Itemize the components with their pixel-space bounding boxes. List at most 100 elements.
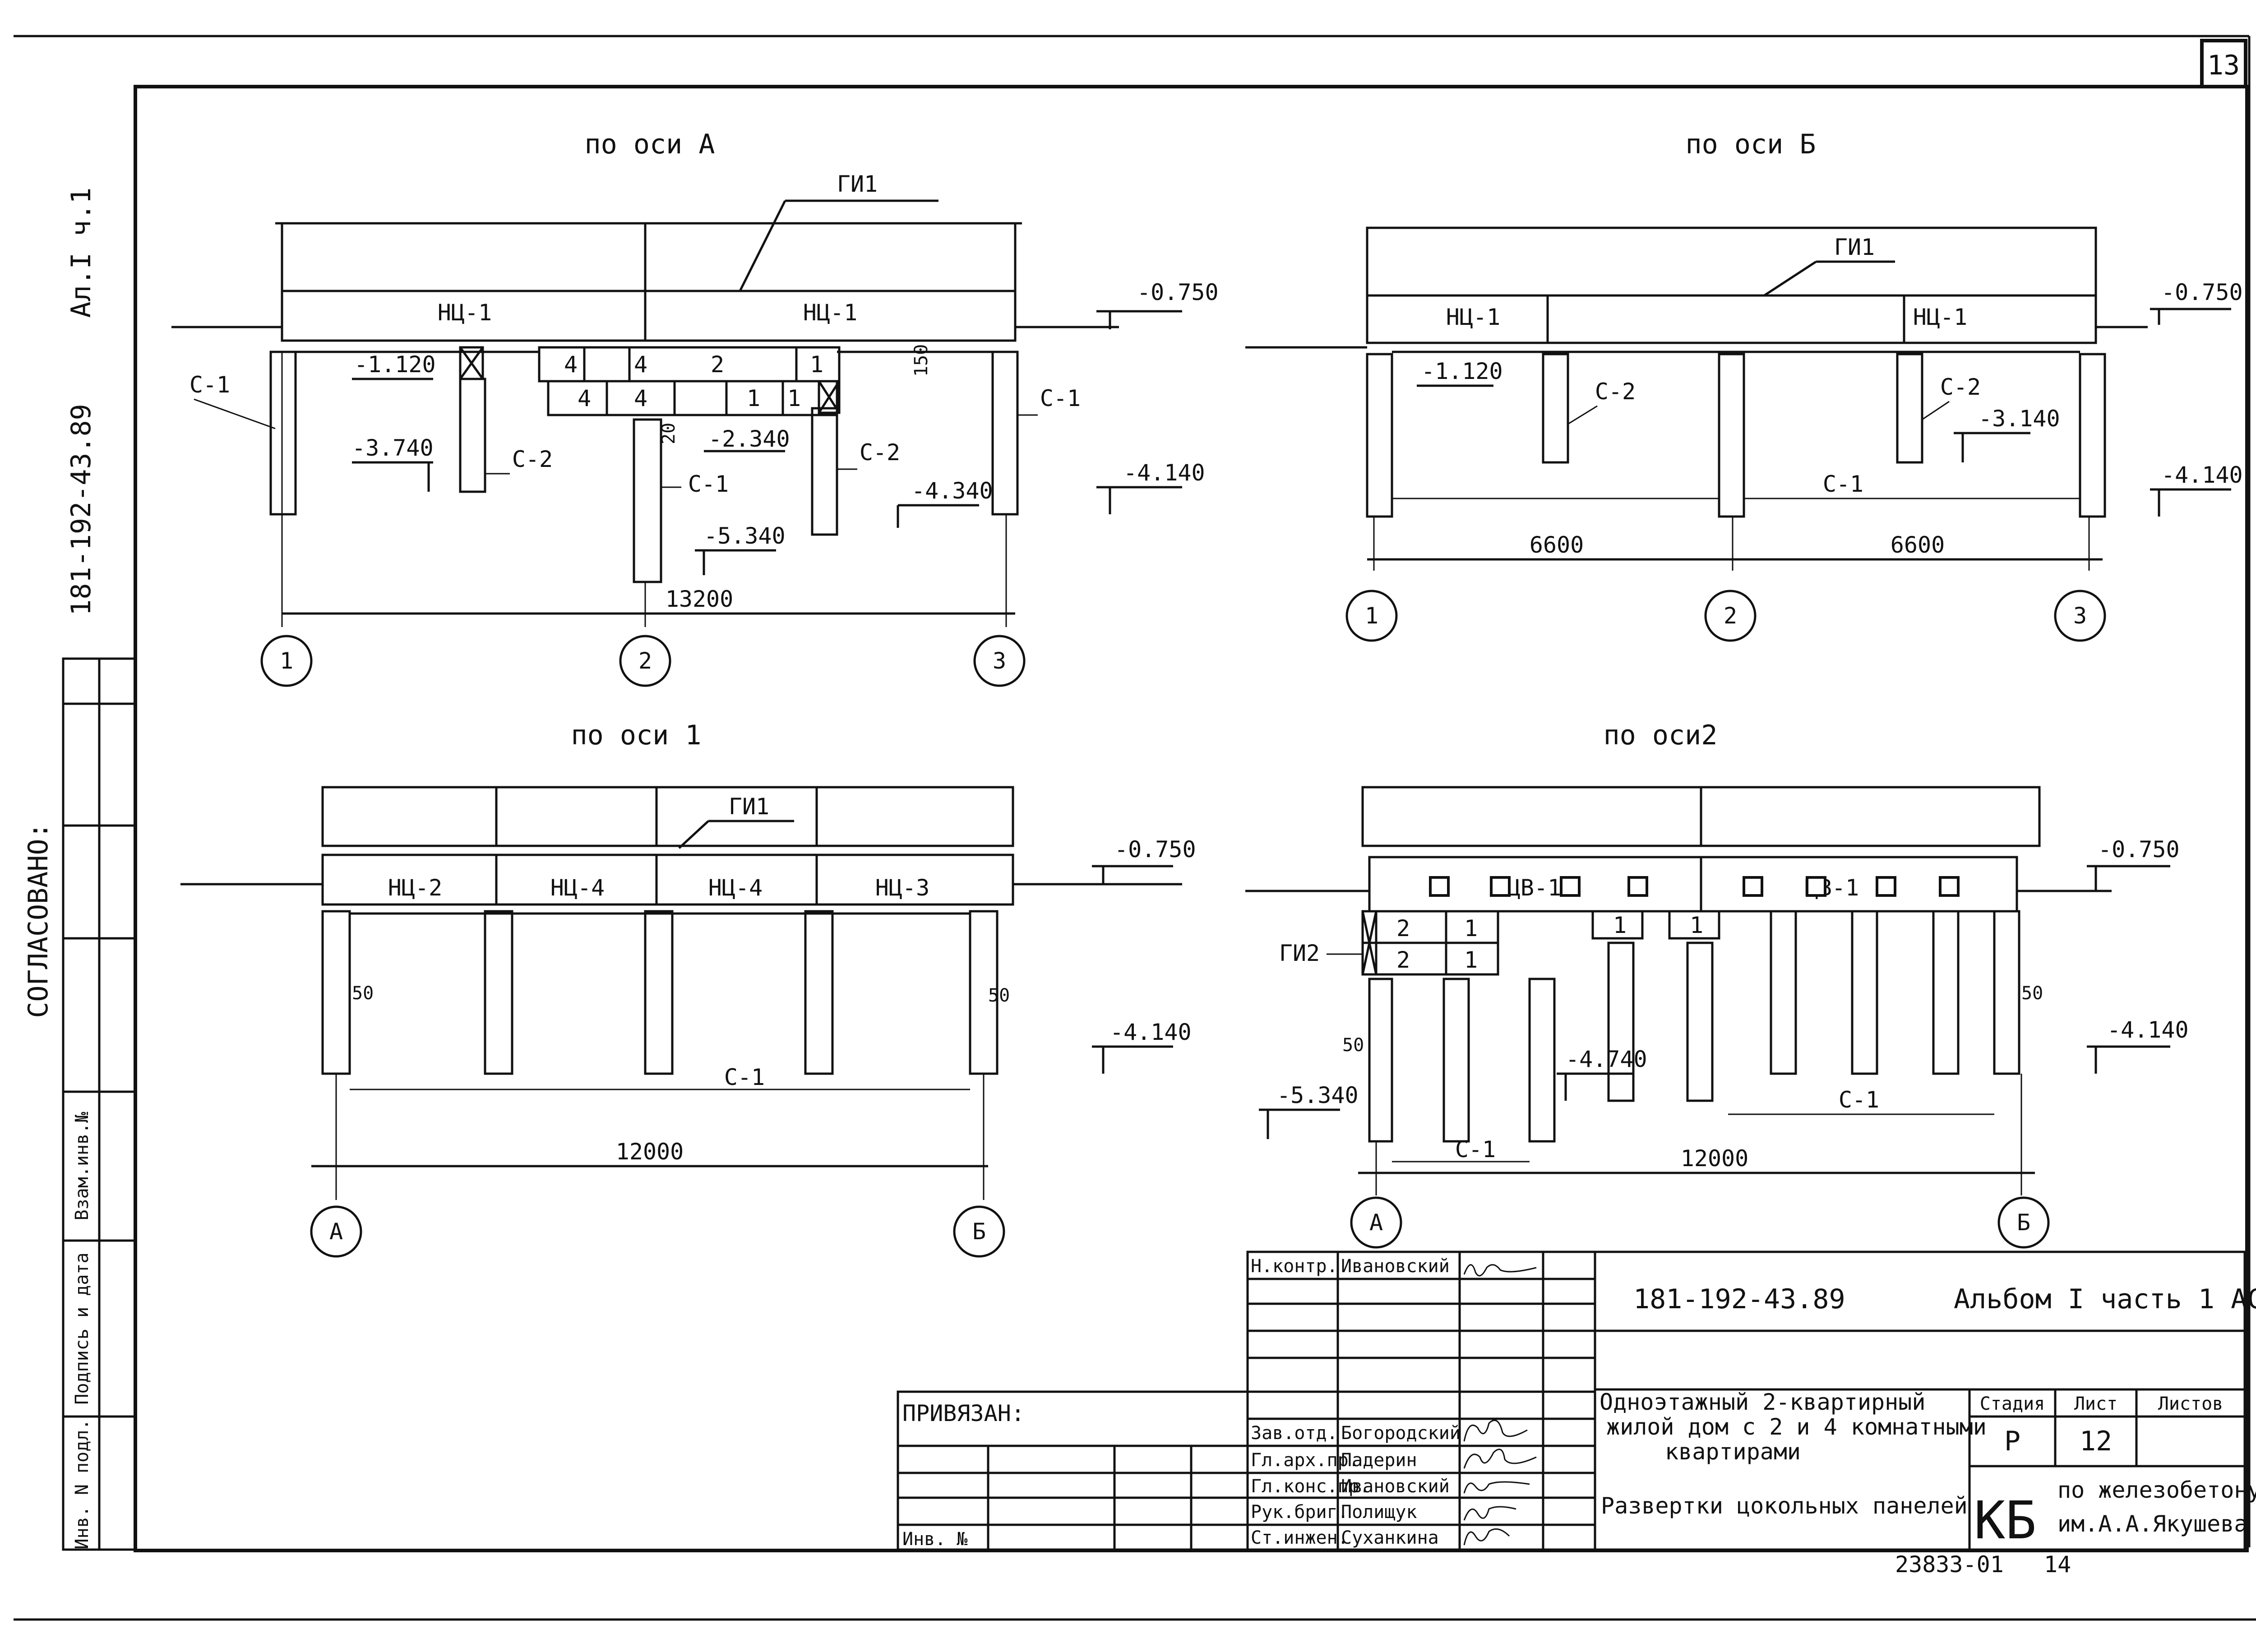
view-2-block-4: 1 (1690, 912, 1703, 938)
view-a-l2340: -2.340 (708, 426, 790, 452)
tb-privyazan: ПРИВЯЗАН: (902, 1400, 1025, 1426)
view-a-d20: 20 (658, 423, 679, 444)
tb-stage: Р (2004, 1426, 2020, 1457)
view-a-block-4: 1 (810, 351, 823, 378)
view-a-axis-3: 3 (993, 648, 1006, 674)
view-a-nc1-right: НЦ-1 (803, 300, 857, 326)
view-a-blocks (538, 346, 841, 416)
view-b-axis-1: 1 (1365, 603, 1378, 629)
view-2-axis-a: А (1369, 1209, 1383, 1236)
footer-num: 14 (2044, 1551, 2071, 1578)
view-2-block-3: 1 (1613, 912, 1627, 938)
view-2-block-5: 2 (1396, 947, 1410, 973)
view-1-axis-a: А (329, 1218, 343, 1245)
view-a-c1-mid: С-1 (688, 471, 729, 497)
tb-name-5: Полищук (1341, 1502, 1417, 1523)
view-2-block-2: 1 (1464, 915, 1478, 941)
view-a-gi1: ГИ1 (837, 171, 878, 197)
view-1-dim-12000: 12000 (616, 1139, 684, 1165)
view-b-c2-left: С-2 (1595, 378, 1636, 405)
view-2-c1-b: С-1 (1839, 1087, 1879, 1113)
view-axis-2: по оси2 ЦВ-1 ЦВ-1 2 1 1 1 2 1 (1245, 720, 2189, 1249)
tb-role-2: Зав.отд. (1251, 1423, 1338, 1444)
view-a-l5340: -5.340 (704, 523, 786, 549)
tb-role-4: Гл.конс.пр. (1251, 1476, 1370, 1497)
signatures (1463, 1264, 1537, 1546)
view-b-dim-6600-right: 6600 (1891, 532, 1945, 558)
view-a-axis-1: 1 (280, 648, 293, 674)
tb-stage-header: Стадия (1980, 1394, 2045, 1414)
view-a-l1120: -1.120 (354, 351, 436, 378)
tb-sheet: 12 (2080, 1426, 2112, 1457)
view-1-d50-right: 50 (988, 985, 1010, 1006)
view-1-l4140: -4.140 (1110, 1019, 1192, 1045)
tb-sheets-header: Листов (2158, 1394, 2224, 1414)
view-a-block-7: 1 (747, 385, 760, 411)
tb-building-1: Одноэтажный 2-квартирный (1600, 1389, 1925, 1415)
view-1-c1: С-1 (724, 1064, 765, 1090)
view-2-l0750: -0.750 (2098, 836, 2180, 863)
view-2-l4740: -4.740 (1566, 1046, 1647, 1072)
view-axis-b: по оси Б ГИ1 НЦ-1 НЦ-1 С-2 С-2 С-1 -0.75… (1245, 129, 2243, 642)
tb-name-4: Ивановский (1341, 1476, 1450, 1497)
tb-name-6: Суханкина (1341, 1527, 1439, 1548)
side-code: 181-192-43.89 (65, 404, 97, 616)
side-podpis-data: Подпись и дата (72, 1252, 92, 1404)
view-2-block-1: 2 (1396, 915, 1410, 941)
view-a-d150: 150 (911, 344, 932, 377)
tb-inv-no: Инв. № (902, 1529, 968, 1550)
view-a-l0750: -0.750 (1137, 279, 1219, 305)
view-1-d50-left: 50 (352, 983, 374, 1004)
view-a-block-8: 1 (787, 385, 801, 411)
view-a-block-3: 2 (711, 351, 724, 378)
view-b-title: по оси Б (1686, 129, 1816, 160)
page-number-box (2200, 39, 2247, 88)
view-b-gi1: ГИ1 (1834, 234, 1875, 260)
view-2-blocks (1361, 910, 1720, 976)
view-a-block-6: 4 (634, 385, 647, 411)
view-1-nc4-a: НЦ-4 (550, 875, 605, 901)
tb-name-3: Падерин (1341, 1450, 1417, 1471)
view-1-nc4-b: НЦ-4 (708, 875, 763, 901)
view-b-dim-6600-left: 6600 (1530, 532, 1584, 558)
tb-building-2: жилой дом с 2 и 4 комнатными (1606, 1414, 1987, 1440)
tb-org-2: им.А.А.Якушева (2057, 1511, 2247, 1537)
view-2-dim-12000: 12000 (1681, 1145, 1749, 1172)
tb-name-2: Богородский (1341, 1423, 1461, 1444)
view-b-l3140: -3.140 (1979, 406, 2060, 432)
tb-org-logo: КБ (1974, 1490, 2036, 1551)
view-2-l4140: -4.140 (2107, 1017, 2189, 1043)
view-a-c1-left: С-1 (190, 372, 230, 398)
view-2-l5340: -5.340 (1277, 1082, 1359, 1108)
tb-drawing-title: Развертки цокольных панелей (1601, 1493, 1968, 1519)
view-2-gi2: ГИ2 (1279, 940, 1320, 966)
view-a-l4340: -4.340 (911, 478, 993, 504)
title-block: ПРИВЯЗАН: Инв. № Н.контр. Зав.отд. Гл.ар… (897, 1251, 2256, 1551)
view-1-axis-b: Б (972, 1218, 986, 1245)
view-a-nc1-left: НЦ-1 (438, 300, 492, 326)
tb-name-1: Ивановский (1341, 1256, 1450, 1277)
view-1-l0750: -0.750 (1114, 836, 1196, 863)
view-a-dim-13200: 13200 (666, 586, 734, 612)
view-a-c2-right: С-2 (860, 439, 900, 466)
view-a-block-5: 4 (578, 385, 591, 411)
view-2-d50-left: 50 (1342, 1035, 1364, 1056)
view-a-title: по оси А (585, 129, 715, 160)
view-a-l4140: -4.140 (1123, 460, 1205, 486)
tb-role-6: Ст.инжен. (1251, 1527, 1349, 1548)
tb-sheet-header: Лист (2074, 1394, 2117, 1414)
view-a-axis-2: 2 (638, 648, 652, 674)
view-2-d50-right: 50 (2021, 983, 2043, 1004)
tb-album: Альбом I часть 1 АС (1954, 1283, 2256, 1315)
view-1-nc2: НЦ-2 (388, 875, 442, 901)
view-a-c2-left: С-2 (512, 446, 553, 472)
view-b-l1120: -1.120 (1421, 358, 1503, 384)
view-a-block-2: 4 (634, 351, 647, 378)
footer-archive: 23833-01 (1895, 1551, 2004, 1578)
side-vzam-inv: Взам.инв.№ (72, 1112, 92, 1221)
view-b-nc1-left: НЦ-1 (1446, 304, 1500, 330)
view-b-c1: С-1 (1823, 471, 1863, 497)
tb-org-1: по железобетону (2057, 1477, 2256, 1503)
view-2-title: по оси2 (1604, 720, 1718, 751)
